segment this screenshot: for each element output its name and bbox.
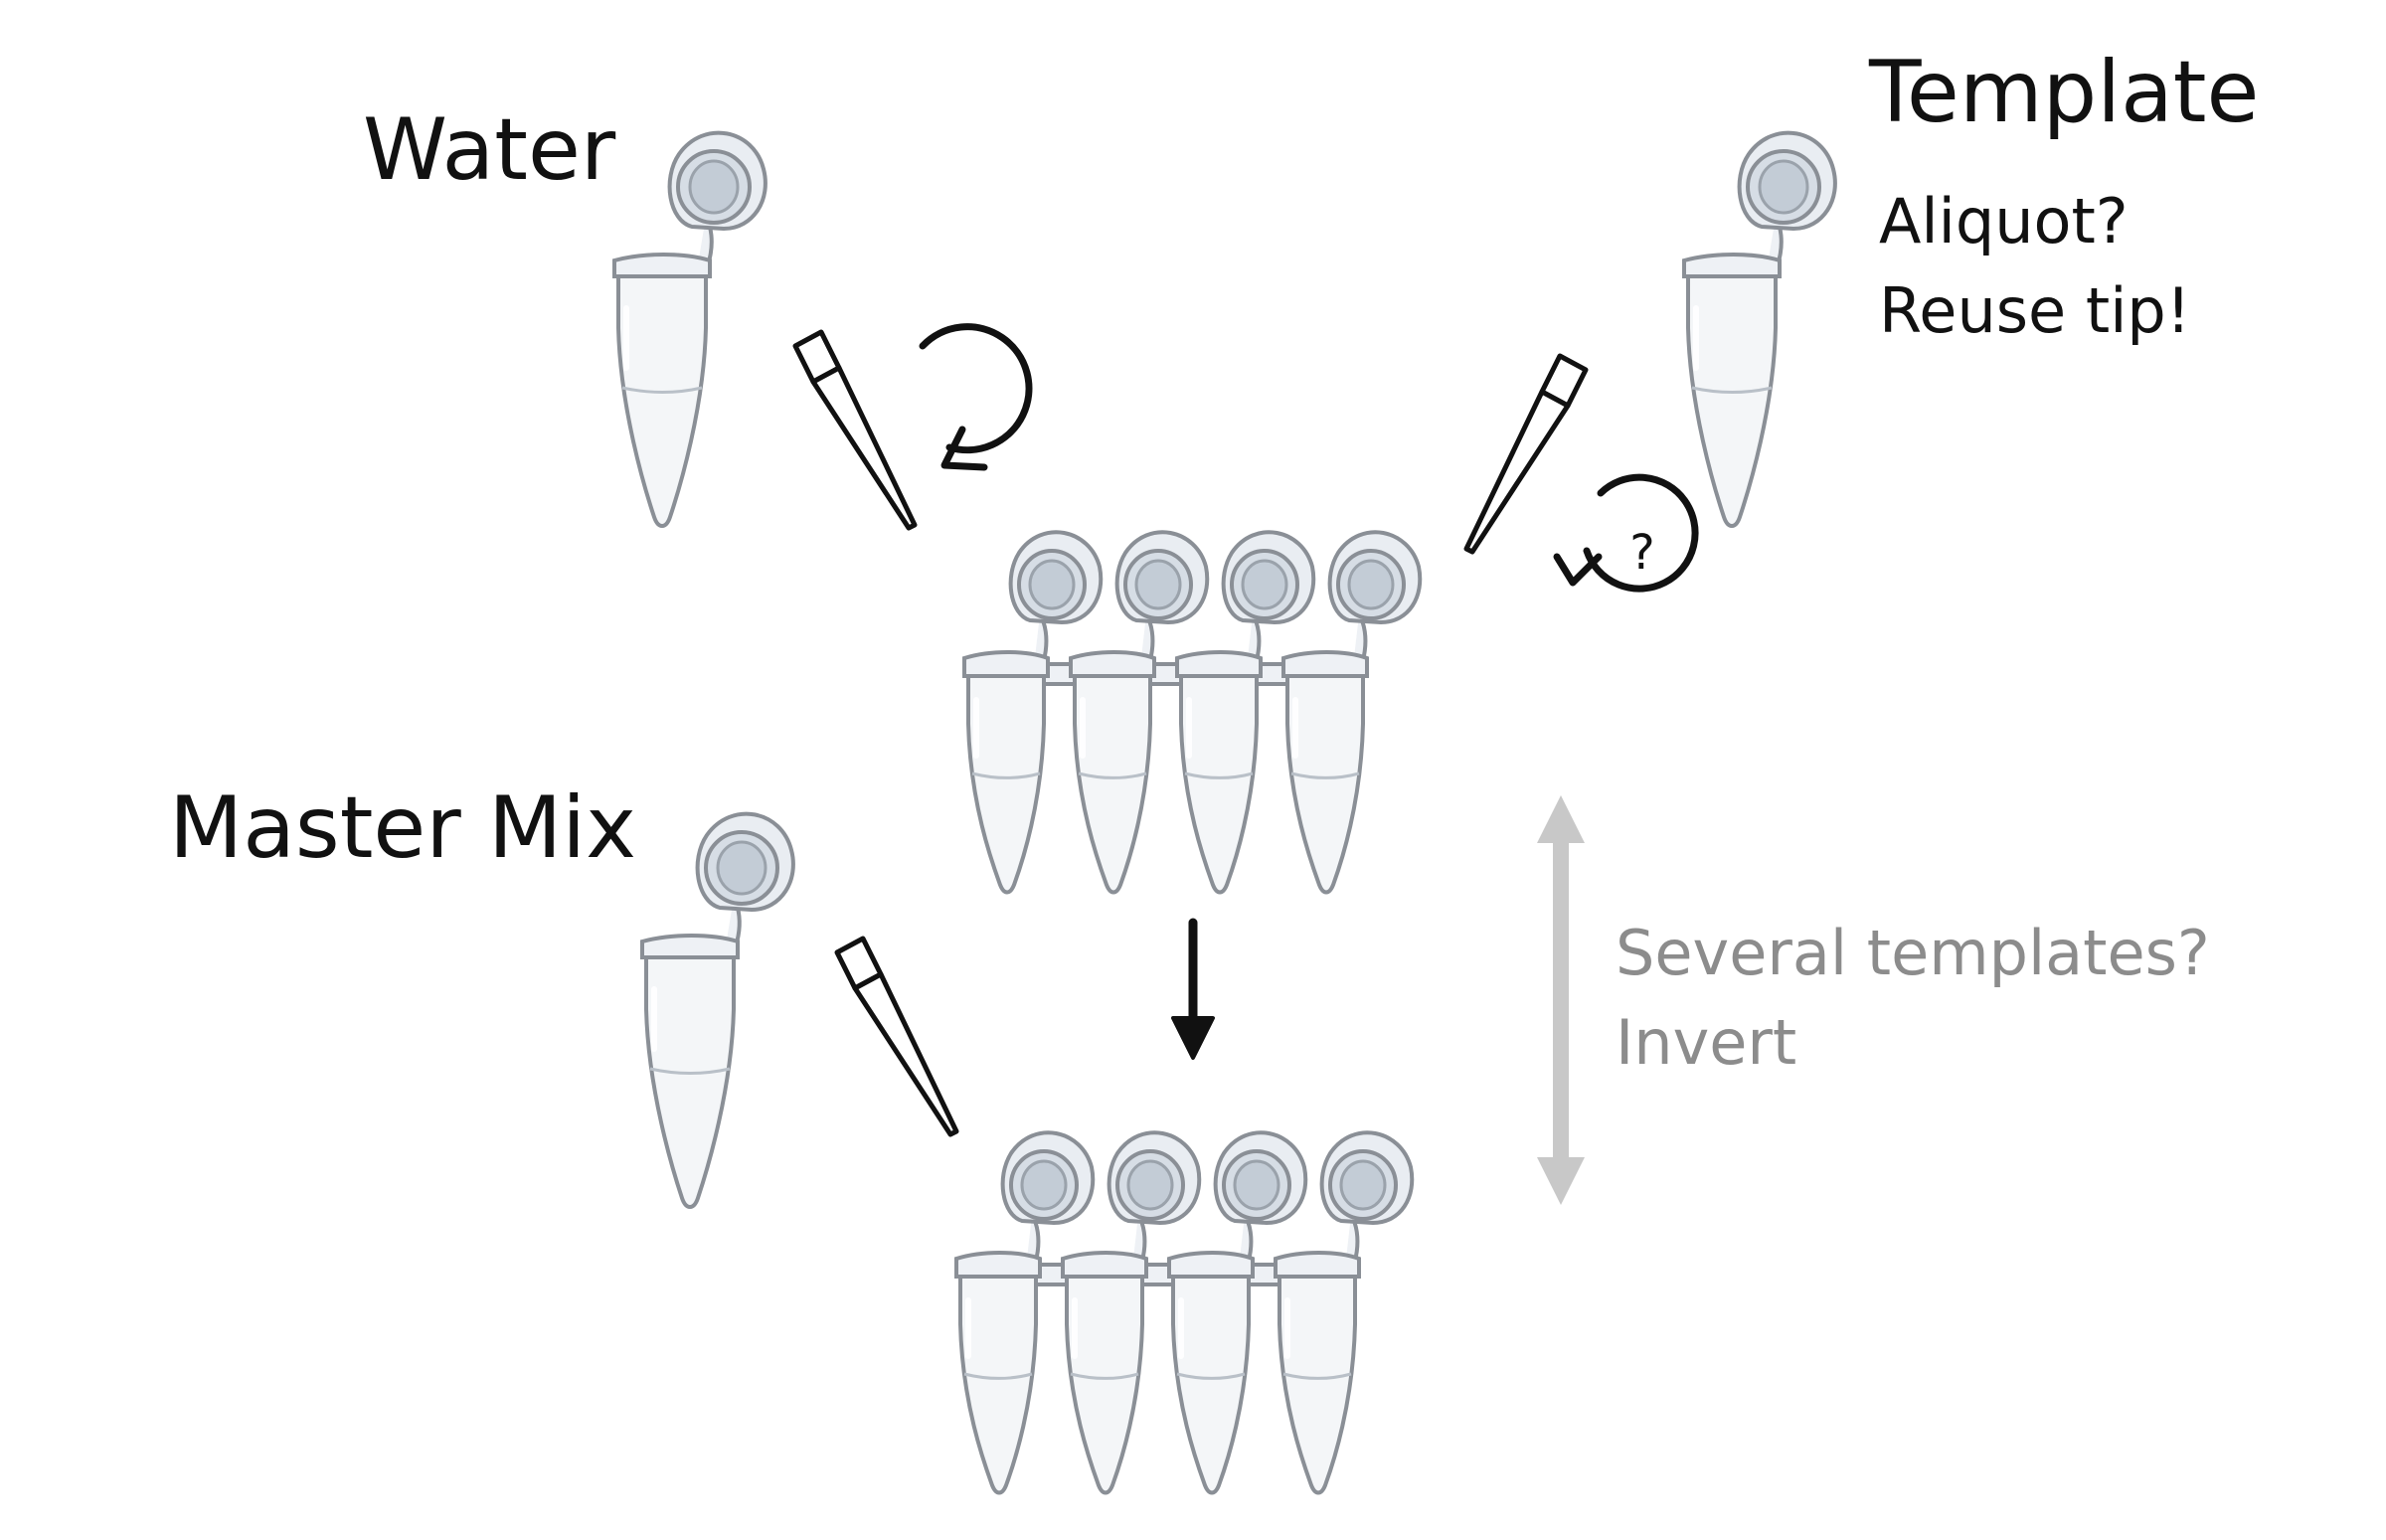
lower-strip (956, 1132, 1412, 1492)
template-tube (1684, 133, 1835, 526)
water-tube (614, 133, 766, 526)
invert-double-arrow-icon (1537, 795, 1585, 1205)
template-label: Template (1869, 43, 2260, 142)
down-arrow-icon (1171, 918, 1215, 1060)
template-reuse-circular-arrow-icon: ? (1553, 473, 1699, 593)
master-mix-label: Master Mix (169, 778, 637, 878)
several-templates-label: Several templates? (1616, 917, 2210, 989)
water-label: Water (363, 100, 616, 200)
question-mark-label: ? (1629, 525, 1654, 581)
water-reuse-circular-arrow-icon (919, 323, 1033, 471)
master-mix-pipette-tip (837, 939, 956, 1134)
water-pipette-tip (795, 332, 915, 528)
master-mix-tube (642, 814, 793, 1207)
reuse-tip-label: Reuse tip! (1879, 274, 2191, 347)
upper-strip (964, 532, 1420, 892)
template-pipette-tip (1466, 356, 1586, 552)
invert-label: Invert (1616, 1006, 1797, 1079)
aliquot-label: Aliquot? (1879, 185, 2129, 257)
